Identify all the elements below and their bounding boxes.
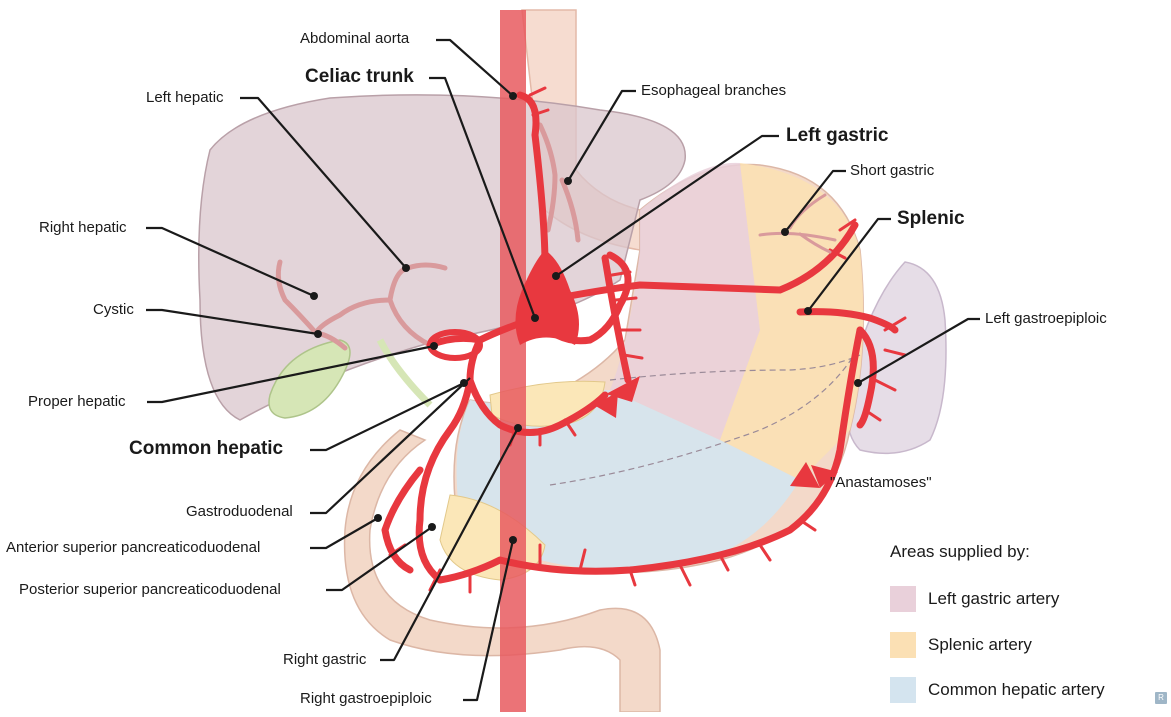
label-short-gastric: Short gastric [850, 162, 934, 180]
label-splenic: Splenic [897, 208, 965, 230]
label-esophageal-branches: Esophageal branches [641, 82, 786, 100]
label-left-gastroepiploic: Left gastroepiploic [985, 310, 1107, 328]
legend-swatch-left-gastric [890, 586, 916, 612]
legend-item-splenic: Splenic artery [890, 632, 1032, 658]
label-right-gastroepiploic: Right gastroepiploic [300, 690, 432, 708]
legend-label: Splenic artery [928, 635, 1032, 655]
legend-item-common-hepatic: Common hepatic artery [890, 677, 1105, 703]
label-right-hepatic: Right hepatic [39, 219, 127, 237]
legend-label: Common hepatic artery [928, 680, 1105, 700]
label-posterior-superior-pancreaticoduodenal: Posterior superior pancreaticoduodenal [19, 581, 281, 599]
label-anastamoses: "Anastamoses" [830, 474, 932, 492]
label-abdominal-aorta: Abdominal aorta [300, 30, 409, 48]
legend-label: Left gastric artery [928, 589, 1059, 609]
brand-badge-icon: R [1155, 692, 1167, 704]
label-cystic: Cystic [93, 301, 134, 319]
legend-swatch-splenic [890, 632, 916, 658]
aorta [500, 10, 526, 712]
label-proper-hepatic: Proper hepatic [28, 393, 126, 411]
label-celiac-trunk: Celiac trunk [305, 66, 414, 88]
label-anterior-superior-pancreaticoduodenal: Anterior superior pancreaticoduodenal [6, 539, 260, 557]
label-gastroduodenal: Gastroduodenal [186, 503, 293, 521]
label-left-hepatic: Left hepatic [146, 89, 224, 107]
legend-swatch-common-hepatic [890, 677, 916, 703]
legend-item-left-gastric: Left gastric artery [890, 586, 1059, 612]
legend-title: Areas supplied by: [890, 542, 1030, 562]
label-right-gastric: Right gastric [283, 651, 366, 669]
label-left-gastric: Left gastric [786, 125, 888, 147]
label-common-hepatic: Common hepatic [129, 438, 283, 460]
